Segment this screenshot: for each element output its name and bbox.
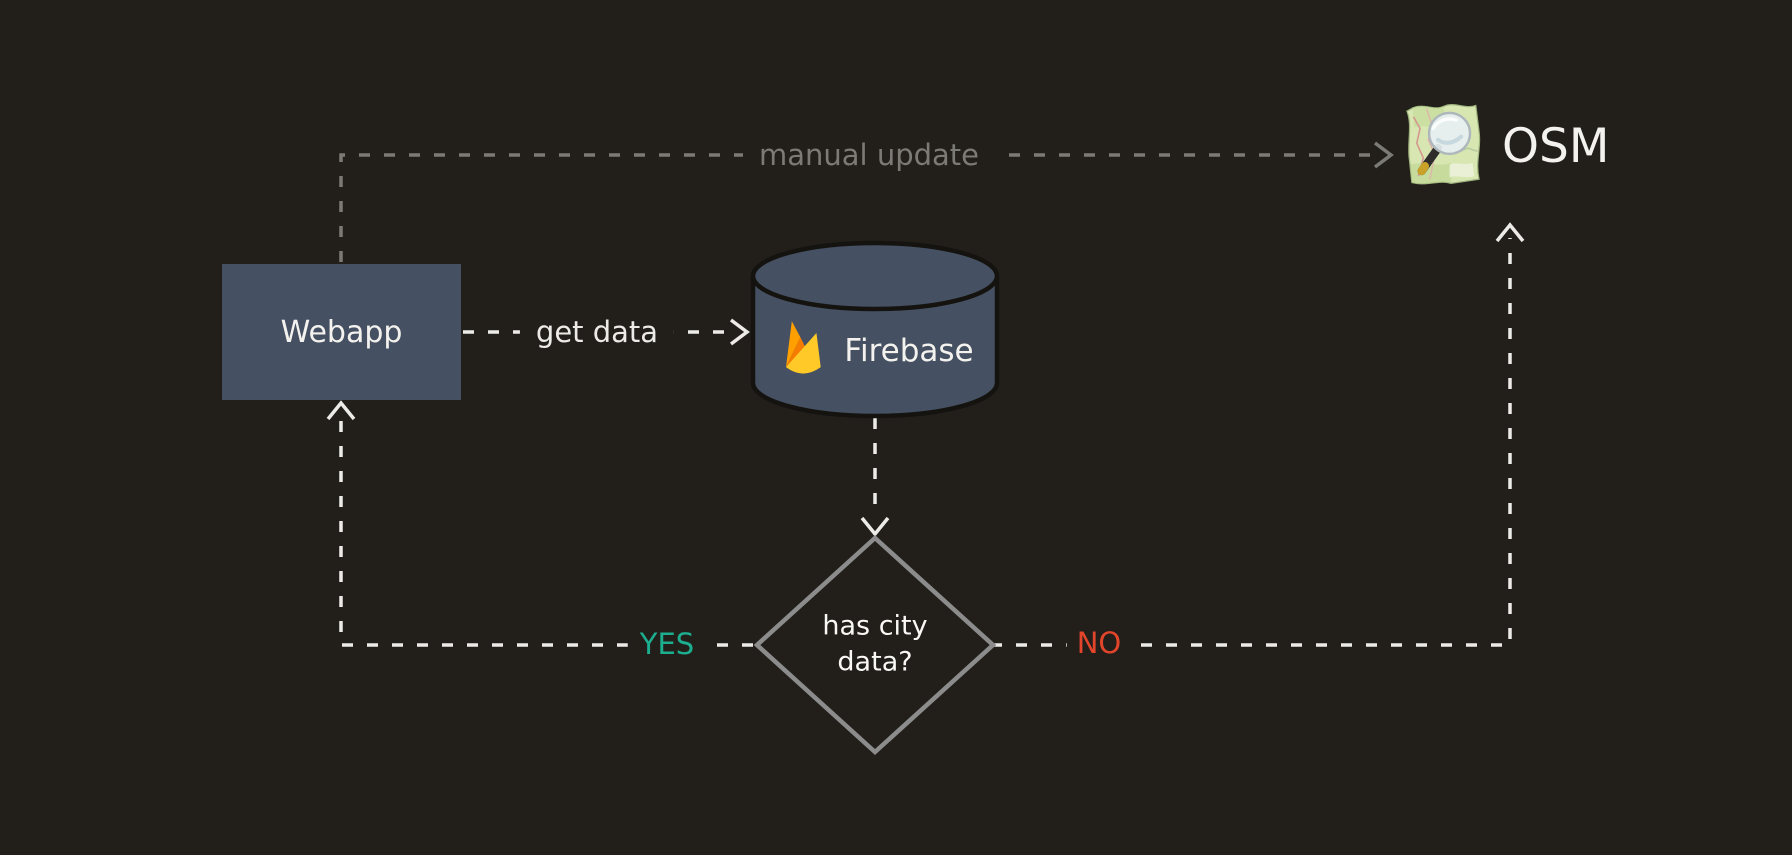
get-data-edge-label: get data	[519, 316, 675, 349]
edge-manual-update	[339, 141, 1394, 262]
decision-diamond-shape	[753, 534, 997, 756]
arrowhead-down-icon	[860, 516, 890, 537]
manual-update-edge-label: manual update	[742, 139, 996, 172]
yes-edge-label: YES	[627, 628, 707, 661]
edge-yes	[326, 400, 753, 647]
firebase-label: Firebase	[844, 333, 974, 369]
edge-no	[991, 222, 1525, 647]
arrowhead-up-icon	[1495, 222, 1525, 243]
arrowhead-right-icon	[1373, 141, 1394, 169]
decision-label: has city data?	[822, 610, 928, 678]
openstreetmap-icon	[1402, 100, 1484, 192]
firebase-cylinder-shape	[750, 240, 1000, 419]
arrowhead-right-icon	[729, 318, 750, 346]
osm-node: OSM	[1402, 100, 1609, 192]
webapp-node: Webapp	[222, 264, 461, 400]
no-edge-label: NO	[1066, 627, 1132, 660]
arrowhead-up-icon	[326, 400, 356, 421]
firebase-node: Firebase	[762, 312, 988, 390]
firebase-flame-icon	[776, 318, 828, 384]
webapp-label: Webapp	[280, 314, 403, 350]
osm-label: OSM	[1502, 118, 1610, 174]
edge-firebase-to-decision	[860, 418, 890, 537]
